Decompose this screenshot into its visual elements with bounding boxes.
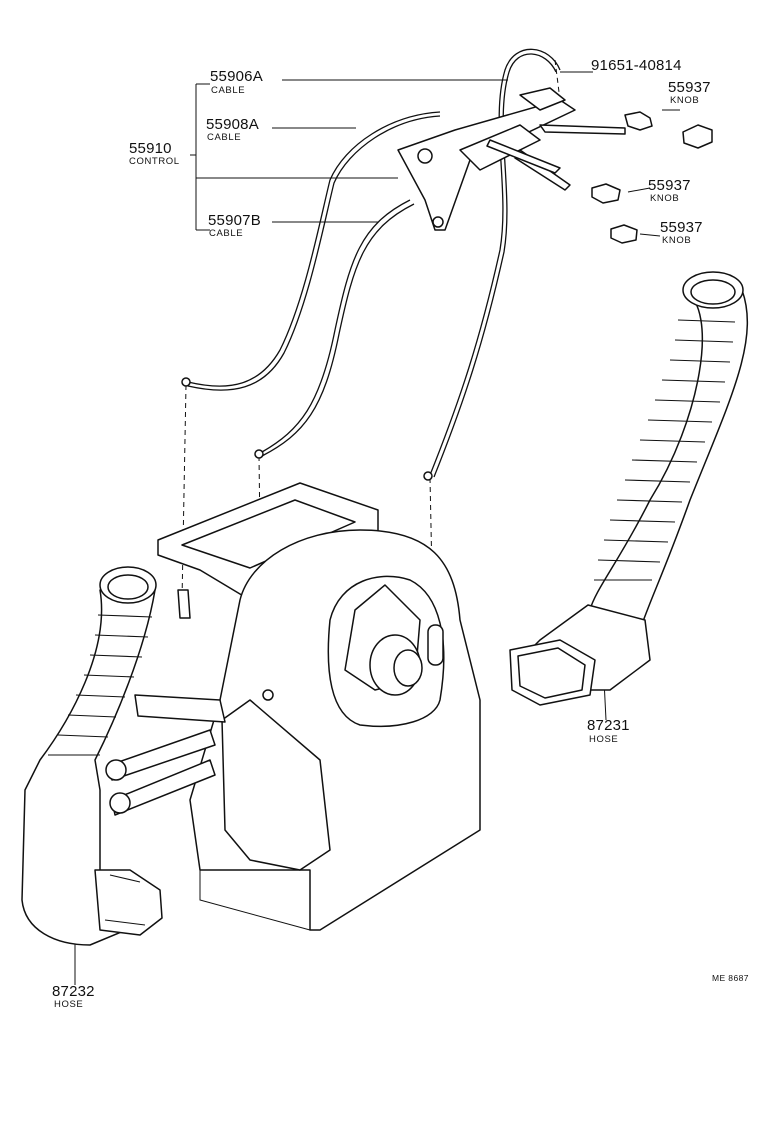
part-name-knob-top: KNOB xyxy=(670,95,700,106)
part-name-knob-low: KNOB xyxy=(662,235,692,246)
part-name-cable-55908a: CABLE xyxy=(207,132,242,143)
heater-control-assembly xyxy=(397,87,626,231)
part-name-cable-55907b: CABLE xyxy=(209,228,244,239)
part-number-knob-low: 55937 xyxy=(660,219,703,236)
part-number-control-55910: 55910 xyxy=(129,140,172,157)
part-number-bolt-91651: 91651-40814 xyxy=(591,57,682,74)
part-name-hose-87232: HOSE xyxy=(54,999,84,1010)
part-number-cable-55906a: 55906A xyxy=(210,68,263,85)
hose-87232 xyxy=(21,566,163,946)
reference-code: ME 8687 xyxy=(712,973,749,983)
control-cables xyxy=(181,48,561,481)
part-number-cable-55907b: 55907B xyxy=(208,212,261,229)
part-number-knob-mid: 55937 xyxy=(648,177,691,194)
leader-lines xyxy=(74,71,680,985)
part-name-hose-87231: HOSE xyxy=(589,734,619,745)
part-number-hose-87232: 87232 xyxy=(52,983,95,1000)
part-number-knob-top: 55937 xyxy=(668,79,711,96)
bolt-and-knobs xyxy=(591,111,713,244)
part-name-control-55910: CONTROL xyxy=(129,156,180,167)
heater-unit xyxy=(105,482,481,931)
part-number-cable-55908a: 55908A xyxy=(206,116,259,133)
part-number-hose-87231: 87231 xyxy=(587,717,630,734)
part-name-cable-55906a: CABLE xyxy=(211,85,246,96)
hose-87231 xyxy=(509,271,749,706)
part-name-knob-mid: KNOB xyxy=(650,193,680,204)
